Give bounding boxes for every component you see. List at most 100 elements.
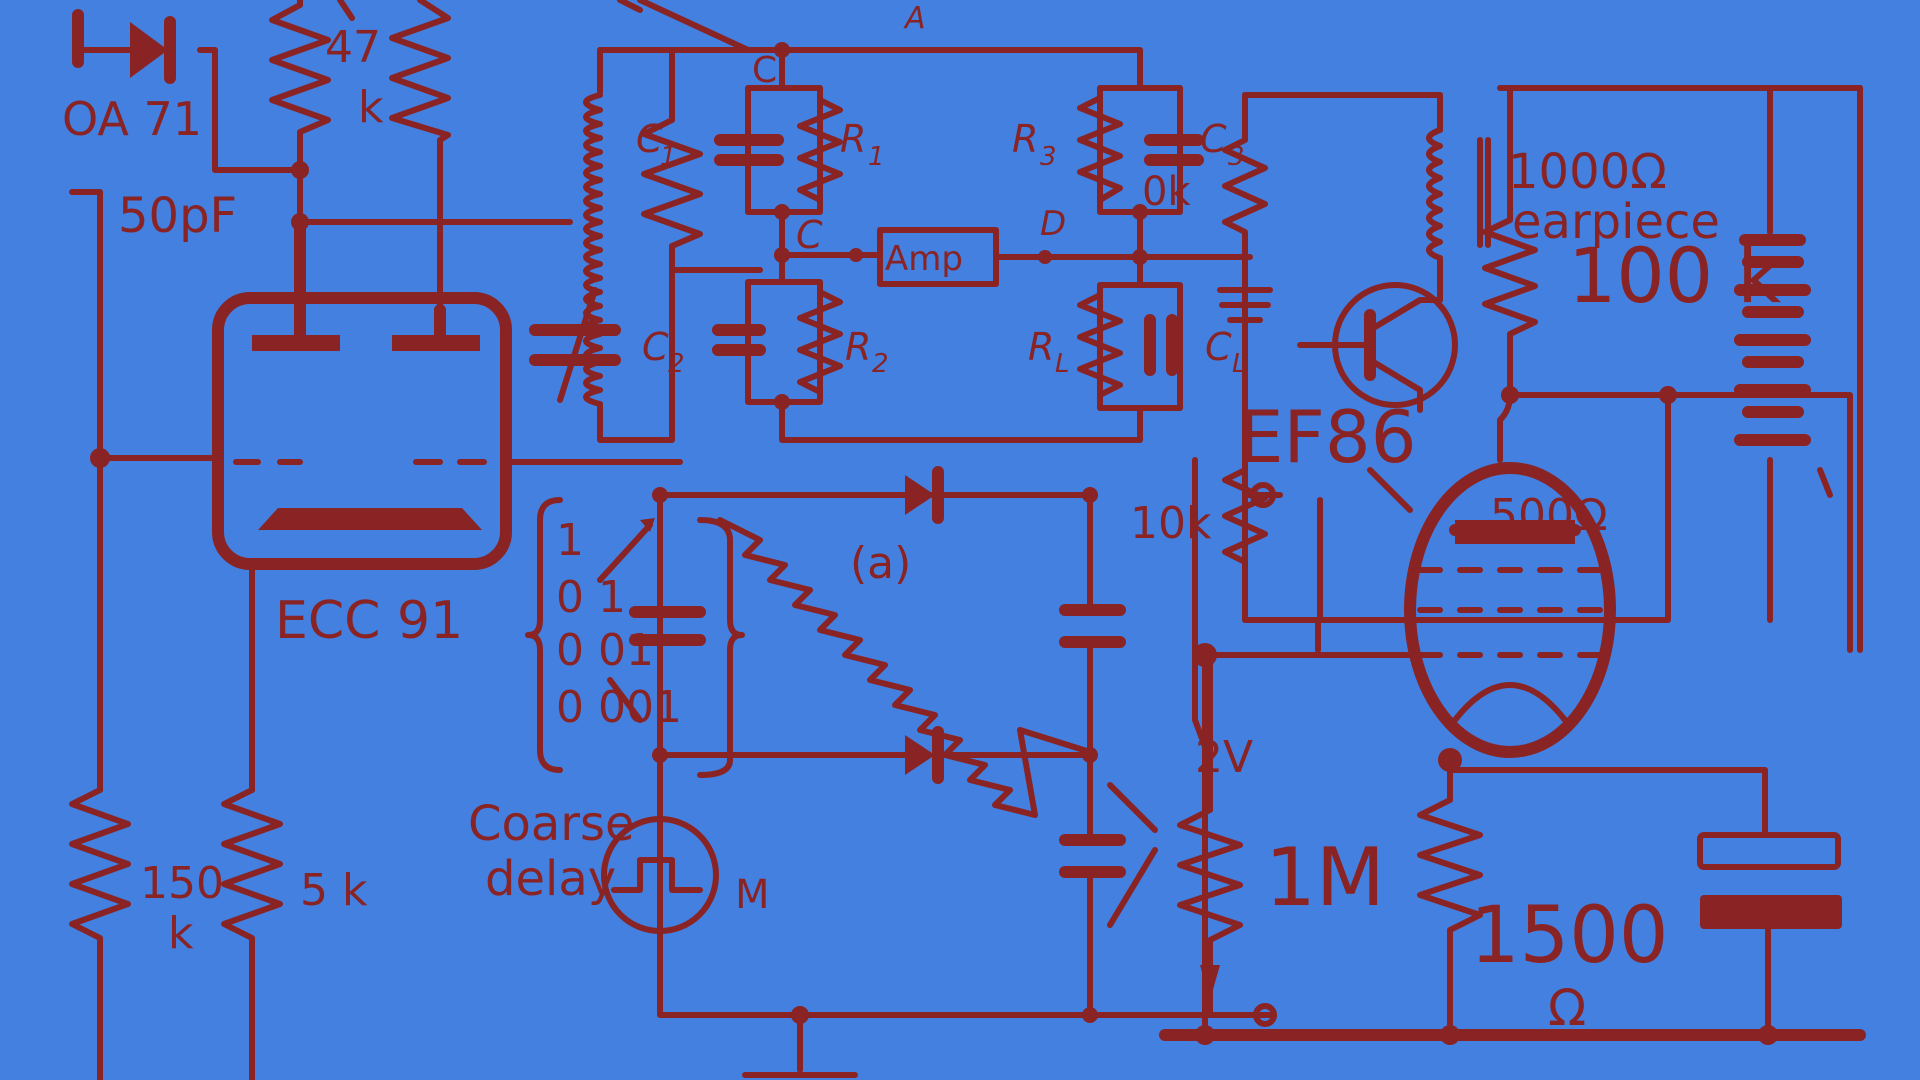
resistor-r2 bbox=[797, 289, 843, 395]
label-cap-0-01: 0 01 bbox=[556, 625, 654, 676]
label-r1: R bbox=[840, 117, 866, 161]
anode-leads bbox=[294, 216, 446, 346]
label-coarse: Coarse bbox=[468, 796, 635, 852]
label-47: 47 bbox=[325, 22, 381, 73]
ef86-heater bbox=[1452, 682, 1568, 723]
resistor-5k bbox=[221, 787, 283, 1080]
diode-mid bbox=[905, 735, 935, 775]
pot-arrow bbox=[1107, 847, 1158, 928]
grid-wires bbox=[97, 455, 683, 465]
label-1500: 1500 bbox=[1470, 891, 1669, 981]
capacitor-cl bbox=[1144, 314, 1178, 376]
ef86-anode-plate bbox=[1455, 520, 1575, 544]
label-oa71: OA 71 bbox=[62, 92, 202, 146]
label-c3: C bbox=[1200, 117, 1227, 161]
electrolytic-plate-1 bbox=[1697, 832, 1841, 870]
anode-left bbox=[252, 335, 340, 351]
resistor-47k-left bbox=[269, 0, 331, 228]
wire bbox=[1497, 392, 1513, 463]
label-500-ohm: 500Ω bbox=[1490, 490, 1608, 541]
label-47k: k bbox=[358, 82, 384, 133]
label-r1-sub: 1 bbox=[868, 142, 885, 172]
label-node-a: A bbox=[903, 1, 926, 36]
label-earpiece: earpiece bbox=[1512, 194, 1720, 250]
label-r3-sub: 3 bbox=[1040, 142, 1057, 172]
c2-r2-loop bbox=[745, 209, 823, 405]
label-c1-sub: 1 bbox=[660, 142, 677, 172]
battery-lead bbox=[1817, 467, 1833, 498]
bottom-bus bbox=[779, 399, 1143, 443]
ef86-amplifier-section bbox=[1159, 85, 1866, 1045]
load-resistor bbox=[1222, 92, 1483, 623]
transistor-leads bbox=[1297, 297, 1443, 413]
pot-arrow bbox=[1107, 782, 1158, 833]
wire bbox=[1317, 85, 1863, 653]
resistor-10k bbox=[1222, 467, 1268, 565]
resistor-rl bbox=[1077, 292, 1123, 398]
screen-wires bbox=[1507, 392, 1853, 653]
label-rl-sub: L bbox=[1055, 349, 1070, 379]
label-node-c: C bbox=[796, 213, 823, 257]
resistor-150k bbox=[69, 787, 131, 1080]
capacitor-right-bottom bbox=[1059, 834, 1126, 878]
oa71-diode bbox=[130, 22, 168, 78]
label-0k: 0k bbox=[1142, 169, 1191, 215]
resistor-c bbox=[641, 47, 763, 273]
node-dot bbox=[1038, 250, 1052, 264]
delay-left-wire bbox=[657, 492, 1273, 1018]
label-c2: C bbox=[642, 325, 669, 369]
amp-box bbox=[877, 227, 999, 287]
arrow-head bbox=[640, 518, 655, 532]
node-dot bbox=[291, 161, 309, 179]
label-r2: R bbox=[845, 325, 871, 369]
meter-m bbox=[601, 816, 719, 934]
label-5k: 5 k bbox=[300, 865, 368, 916]
anode-right bbox=[392, 335, 480, 351]
label-r3: R bbox=[1012, 117, 1038, 161]
label-ecc91: ECC 91 bbox=[275, 591, 463, 651]
earpiece-coil bbox=[1426, 127, 1443, 261]
label-100k: 100 k bbox=[1568, 231, 1781, 320]
label-2v: 2V bbox=[1195, 732, 1253, 783]
potentiometer-1m bbox=[1177, 647, 1243, 1018]
cap-bracket-right bbox=[697, 517, 745, 778]
label-fig-a: (a) bbox=[850, 538, 911, 589]
bridge-amplifier-section bbox=[529, 0, 1253, 443]
label-delay: delay bbox=[485, 851, 616, 907]
top-lead bbox=[617, 0, 751, 53]
label-ef86: EF86 bbox=[1238, 395, 1417, 479]
node-dot bbox=[1758, 1025, 1778, 1045]
label-50pf: 50pF bbox=[118, 188, 237, 244]
node-dot bbox=[652, 747, 668, 763]
label-c2-sub: 2 bbox=[668, 349, 685, 379]
ground-stub bbox=[1297, 617, 1339, 658]
label-m: M bbox=[735, 872, 770, 918]
labels: OA 71 47 k 50pF ECC 91 150 k 5 k A C C 1… bbox=[62, 1, 1781, 1037]
label-cap-0-1: 0 1 bbox=[556, 572, 626, 623]
label-1000-ohm: 1000Ω bbox=[1508, 144, 1667, 200]
battery bbox=[1734, 234, 1811, 446]
node-dot bbox=[1082, 1007, 1098, 1023]
label-c1: C bbox=[636, 117, 663, 161]
label-rl: R bbox=[1028, 325, 1054, 369]
resistor-100k bbox=[1482, 85, 1538, 398]
cap-values-brace bbox=[525, 497, 563, 773]
resistor-47k-right bbox=[389, 0, 451, 313]
oa71-diode-bar bbox=[72, 9, 176, 84]
ground-bars bbox=[1219, 287, 1273, 323]
capacitor-c2 bbox=[712, 324, 766, 356]
label-r2-sub: 2 bbox=[872, 349, 889, 379]
pulse-waveform bbox=[611, 857, 703, 893]
label-150: 150 bbox=[140, 858, 224, 909]
c1-r1-loop bbox=[745, 47, 823, 215]
cathode-wires bbox=[97, 455, 255, 793]
ground-symbol bbox=[742, 1012, 858, 1078]
label-cl: C bbox=[1205, 325, 1232, 369]
tuning-cap-arrow bbox=[557, 287, 598, 403]
label-c3-sub: 3 bbox=[1228, 142, 1245, 172]
label-node-d: D bbox=[1040, 204, 1066, 244]
ramp-resistor bbox=[717, 517, 1093, 818]
capacitor-c1 bbox=[714, 134, 784, 166]
label-10k: 10k bbox=[1130, 498, 1212, 549]
